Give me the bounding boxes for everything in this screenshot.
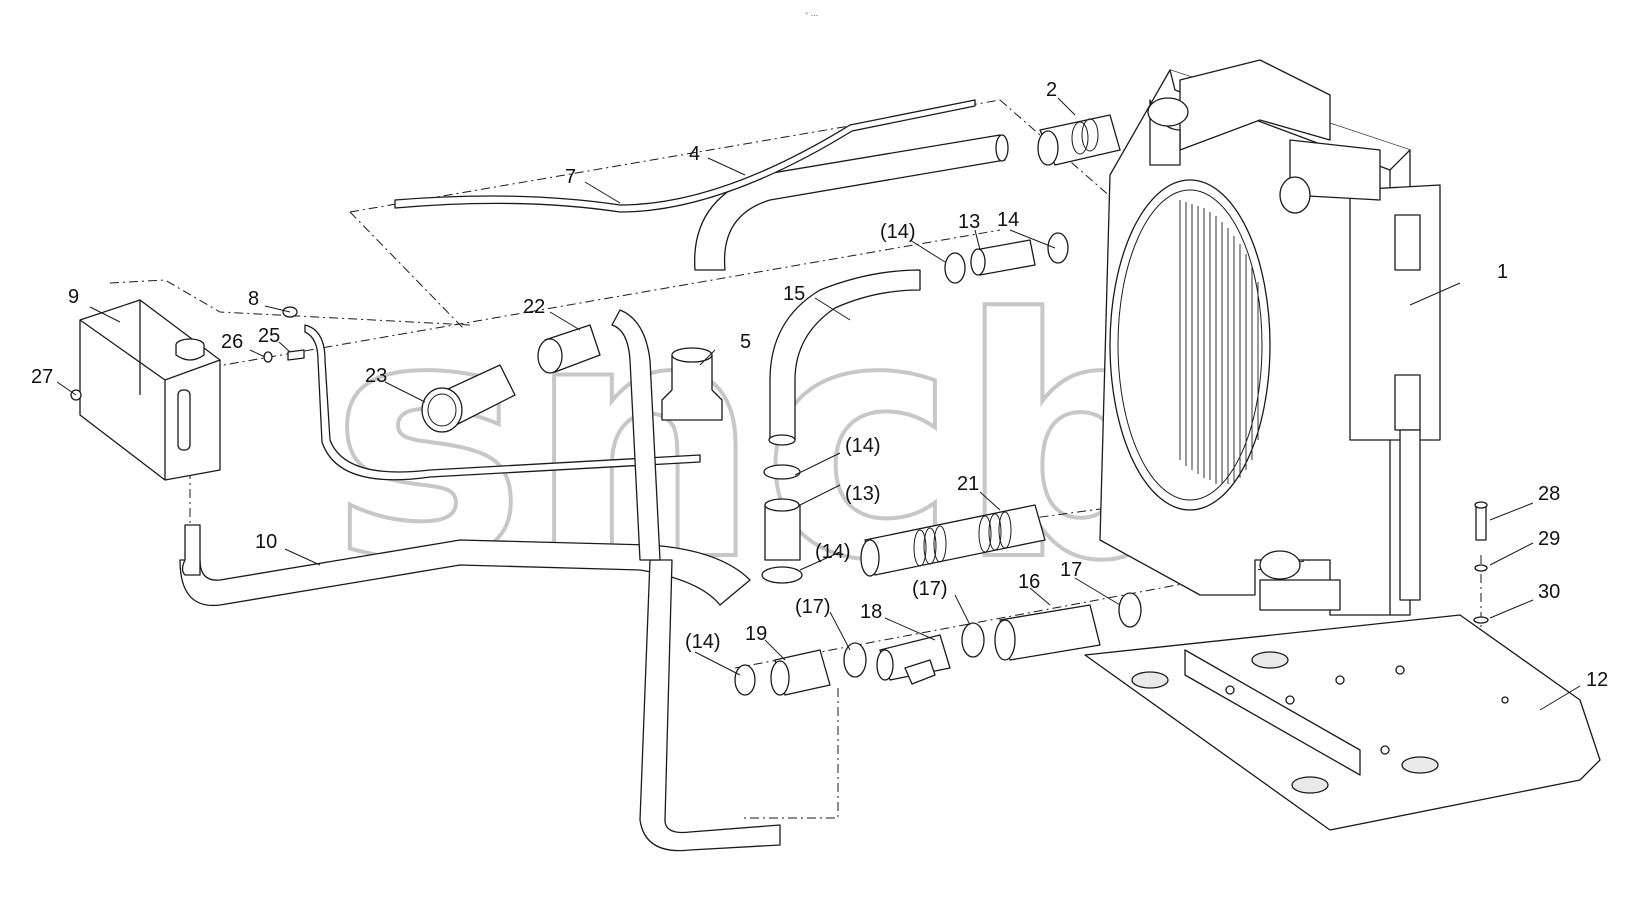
callout-17-paren-a: (17): [795, 596, 831, 618]
clamp-14-upper: [944, 232, 1069, 284]
part-5-adapter: [661, 347, 723, 421]
vertical-hose-stack: [761, 464, 803, 584]
callout-4: 4: [689, 143, 700, 165]
callout-7: 7: [565, 166, 576, 188]
callout-10: 10: [255, 531, 277, 553]
callout-17-paren-b: (17): [912, 578, 948, 600]
callout-19: 19: [745, 623, 767, 645]
callout-26: 26: [221, 331, 243, 353]
pipe-7: [394, 99, 976, 213]
callout-23: 23: [365, 365, 387, 387]
callout-16: 16: [1018, 571, 1040, 593]
callout-13: 13: [958, 211, 980, 233]
fasteners-28-29-30: [1473, 501, 1489, 624]
callout-labels: 1 2 4 5 7 8 9 10 12 13 (13) 14 (14) (14)…: [31, 79, 1608, 691]
page-marker: ◦ ...: [805, 8, 818, 18]
callout-18: 18: [860, 601, 882, 623]
callout-30: 30: [1538, 581, 1560, 603]
callout-13-paren: (13): [845, 483, 881, 505]
callout-21: 21: [957, 473, 979, 495]
callout-14-paren-b: (14): [845, 435, 881, 457]
callout-9: 9: [68, 286, 79, 308]
callout-14-paren-c: (14): [815, 541, 851, 563]
radiator-assembly: [1099, 59, 1441, 616]
callout-14-paren-a: (14): [880, 221, 916, 243]
part-22-sleeve: [537, 324, 601, 374]
callout-28: 28: [1538, 483, 1560, 505]
hose-10: [179, 539, 751, 607]
callout-1: 1: [1497, 261, 1508, 283]
callout-29: 29: [1538, 528, 1560, 550]
callout-2: 2: [1046, 79, 1057, 101]
hose-drain: [639, 559, 781, 852]
callout-27: 27: [31, 366, 53, 388]
part-23-sleeve: [421, 364, 516, 433]
lower-hose-chain: [734, 592, 1142, 696]
callout-14: 14: [997, 209, 1019, 231]
mounting-plate: [1084, 614, 1601, 831]
callout-leaders: [56, 97, 1581, 711]
svg-text:sncb: sncb: [330, 249, 1193, 633]
callout-15: 15: [783, 283, 805, 305]
part-13-upper: [970, 239, 1036, 276]
callout-5: 5: [740, 331, 751, 353]
part-21-corrugated-hose: [860, 504, 1046, 577]
callout-14-paren-d: (14): [685, 631, 721, 653]
expansion-tank: [70, 299, 305, 576]
tank-line-8: [304, 324, 701, 481]
callout-25: 25: [258, 325, 280, 347]
callout-12: 12: [1586, 669, 1608, 691]
callout-22: 22: [523, 296, 545, 318]
callout-17: 17: [1060, 559, 1082, 581]
radiator-core-fins: [1179, 200, 1259, 484]
pipe-return-center: [611, 309, 661, 561]
callout-8: 8: [248, 288, 259, 310]
coolant-hoses: [179, 99, 1009, 852]
hose-15: [769, 269, 921, 441]
part-2-coupling: [1037, 114, 1121, 166]
